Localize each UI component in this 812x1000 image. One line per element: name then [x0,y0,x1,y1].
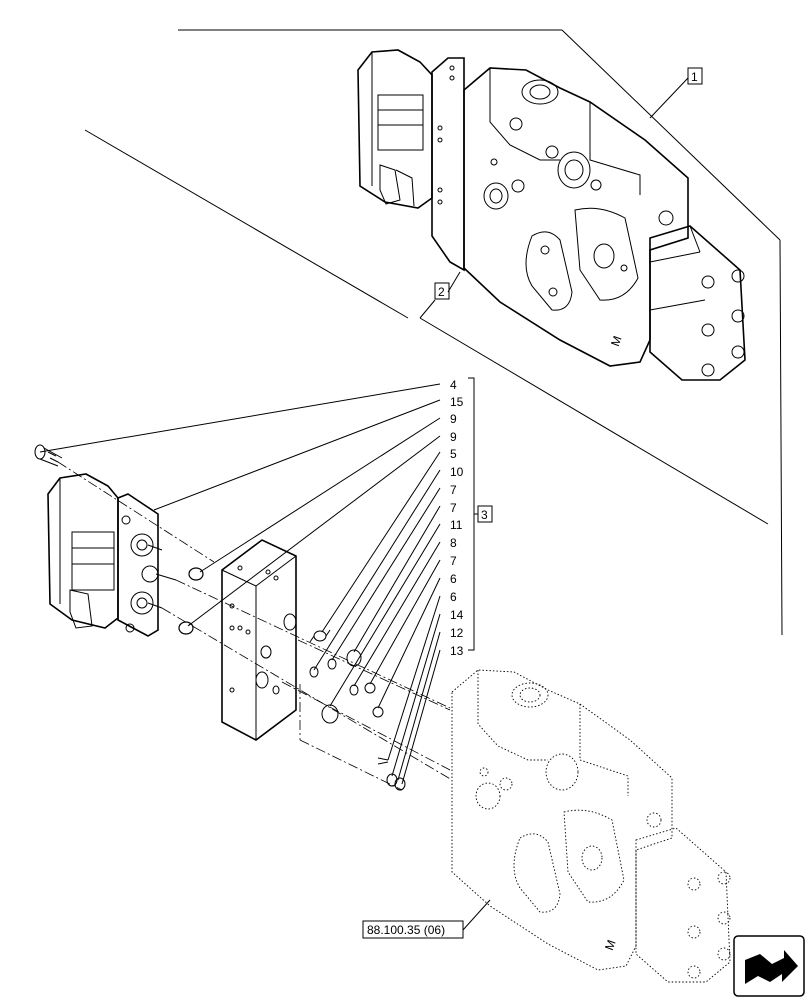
part-number: 4 [450,378,457,392]
leader-lines [39,77,689,931]
frame-lines [84,29,783,636]
callout-1[interactable]: 1 [687,67,703,85]
part-number: 9 [450,412,457,426]
assembly-lines [57,461,453,791]
callout-3-label: 3 [481,508,488,522]
callout-1-label: 1 [691,70,698,84]
part-number-list: 4 15 9 9 5 10 7 7 11 8 7 6 6 14 12 13 [450,378,464,658]
reference-callout[interactable]: 88.100.35 (06) [362,920,464,939]
upper-valve-assembly: M [357,49,746,381]
part-number: 7 [450,483,457,497]
part-number: 15 [450,395,464,409]
callout-3[interactable]: 3 [477,505,493,523]
svg-text:M: M [608,334,625,348]
part-number: 14 [450,608,464,622]
callout-2-label: 2 [438,285,445,299]
part-number: 11 [450,518,463,532]
reference-valve-body: M [451,669,731,983]
callout-2[interactable]: 2 [434,282,450,300]
part-number: 13 [450,644,464,658]
svg-text:M: M [602,938,619,952]
reference-callout-label: 88.100.35 (06) [367,923,445,937]
part-number: 10 [450,465,464,479]
part-number: 6 [450,572,457,586]
lower-solenoid-unit [34,444,406,791]
part-number: 7 [450,501,457,515]
next-page-arrow-icon[interactable] [733,935,805,997]
part-number: 12 [450,626,464,640]
part-number: 5 [450,447,457,461]
part-number: 9 [450,430,457,444]
part-number: 6 [450,590,457,604]
part-number: 7 [450,554,457,568]
part-number: 8 [450,536,457,550]
